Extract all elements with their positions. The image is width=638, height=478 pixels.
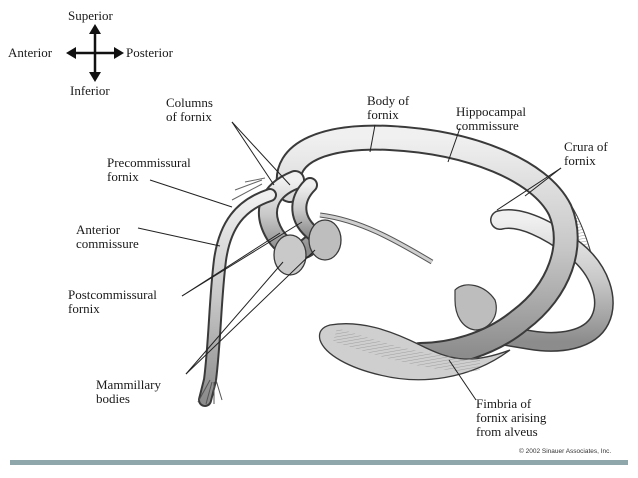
fimbria-of-fornix-label: Fimbria of fornix arising from alveus xyxy=(476,396,547,439)
mammillary-body-left xyxy=(273,234,307,276)
posterior-label: Posterior xyxy=(126,45,173,60)
mammillary-body-right xyxy=(308,219,342,261)
crura-of-fornix-label: Crura of fornix xyxy=(564,139,608,168)
footer-bar xyxy=(10,460,628,465)
body-of-fornix-label: Body of fornix xyxy=(367,93,410,122)
orientation-compass xyxy=(66,24,124,82)
superior-label: Superior xyxy=(68,8,113,23)
columns-of-fornix-label: Columns of fornix xyxy=(166,95,213,124)
anterior-commissure-label: Anterior commissure xyxy=(76,222,139,251)
copyright-notice: © 2002 Sinauer Associates, Inc. xyxy=(519,448,612,455)
hippocampal-knob xyxy=(454,284,497,331)
inferior-label: Inferior xyxy=(70,83,110,98)
mammillary-bodies-label: Mammillary bodies xyxy=(96,377,161,406)
postcommissural-fornix-label: Postcommissural fornix xyxy=(68,287,157,316)
anterior-label: Anterior xyxy=(8,45,53,60)
hippocampal-commissure-label: Hippocampal commissure xyxy=(456,104,527,133)
precommissural-fornix-label: Precommissural fornix xyxy=(107,155,191,184)
leader-lines xyxy=(137,121,562,401)
